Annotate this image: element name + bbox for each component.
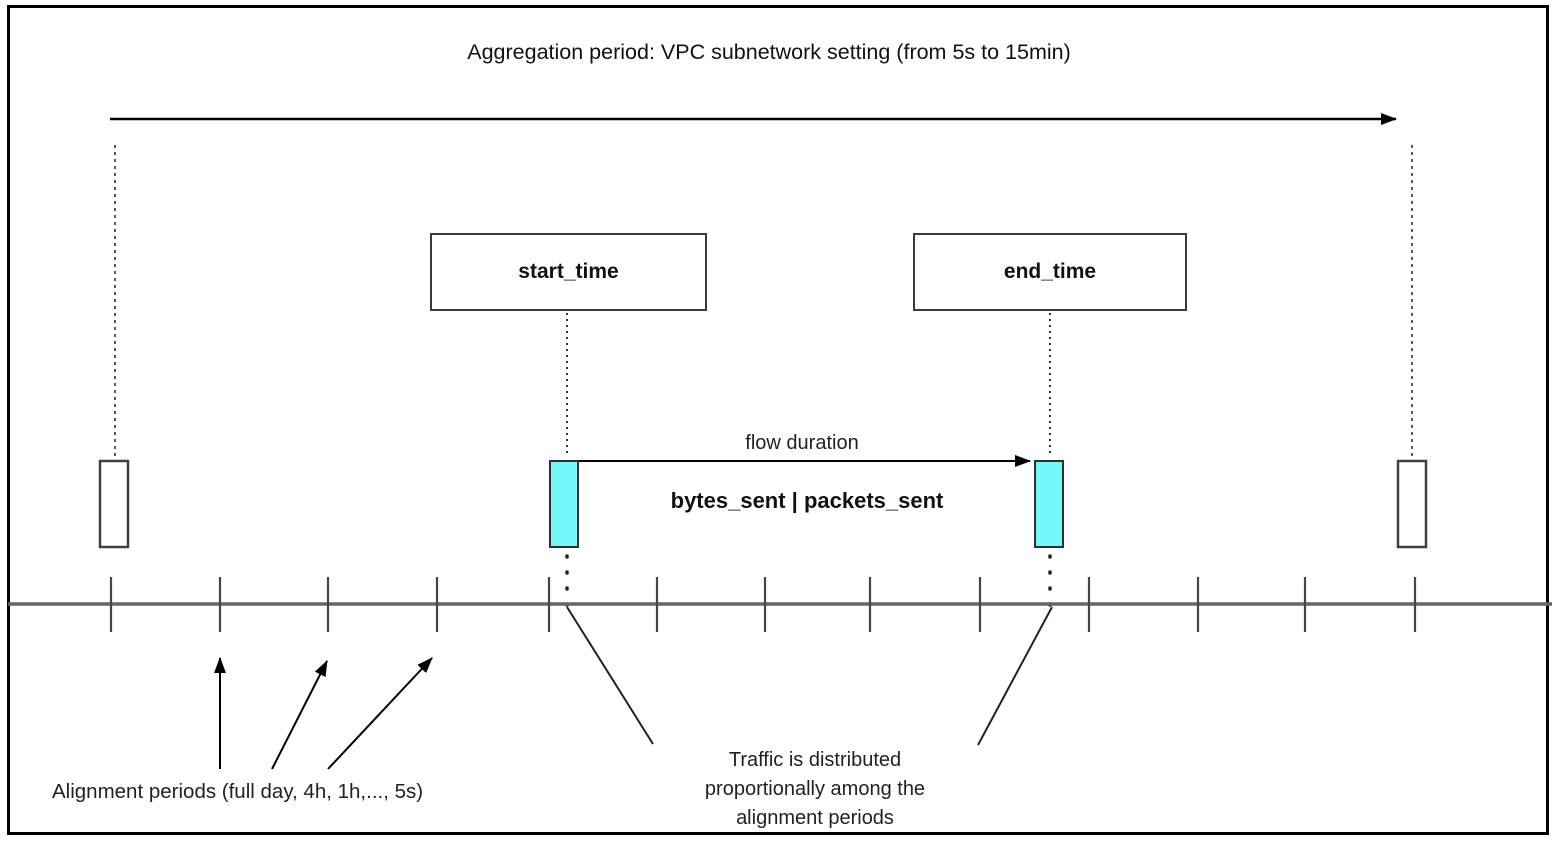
outer-frame: [7, 5, 1549, 835]
traffic-note-callout-left: [566, 606, 654, 745]
diagram-title: Aggregation period: VPC subnetwork setti…: [467, 40, 1071, 64]
flow-start-marker: [549, 460, 579, 548]
end-time-label: end_time: [1003, 260, 1097, 283]
start-time-label: start_time: [518, 260, 619, 283]
alignment-periods-label: Alignment periods (full day, 4h, 1h,...,…: [52, 780, 424, 803]
start-time-box: start_time: [430, 233, 707, 311]
alignment-period-ticks: [109, 577, 1417, 632]
traffic-note-line-1: Traffic is distributed: [728, 749, 902, 771]
flow-end-marker: [1034, 460, 1064, 548]
traffic-note-callout-right: [977, 606, 1053, 746]
alignment-pointer-arrow-2: [271, 660, 328, 770]
traffic-distribution-note: Traffic is distributed proportionally am…: [665, 746, 965, 833]
right-empty-marker: [1396, 459, 1428, 549]
flow-duration-label: flow duration: [745, 432, 859, 454]
traffic-note-line-3: alignment periods: [736, 807, 894, 829]
left-empty-marker: [98, 459, 130, 549]
flow-metrics-label: bytes_sent | packets_sent: [670, 488, 944, 513]
alignment-pointer-arrow-3: [327, 657, 433, 770]
end-time-box: end_time: [913, 233, 1187, 311]
traffic-note-line-2: proportionally among the: [704, 778, 926, 800]
